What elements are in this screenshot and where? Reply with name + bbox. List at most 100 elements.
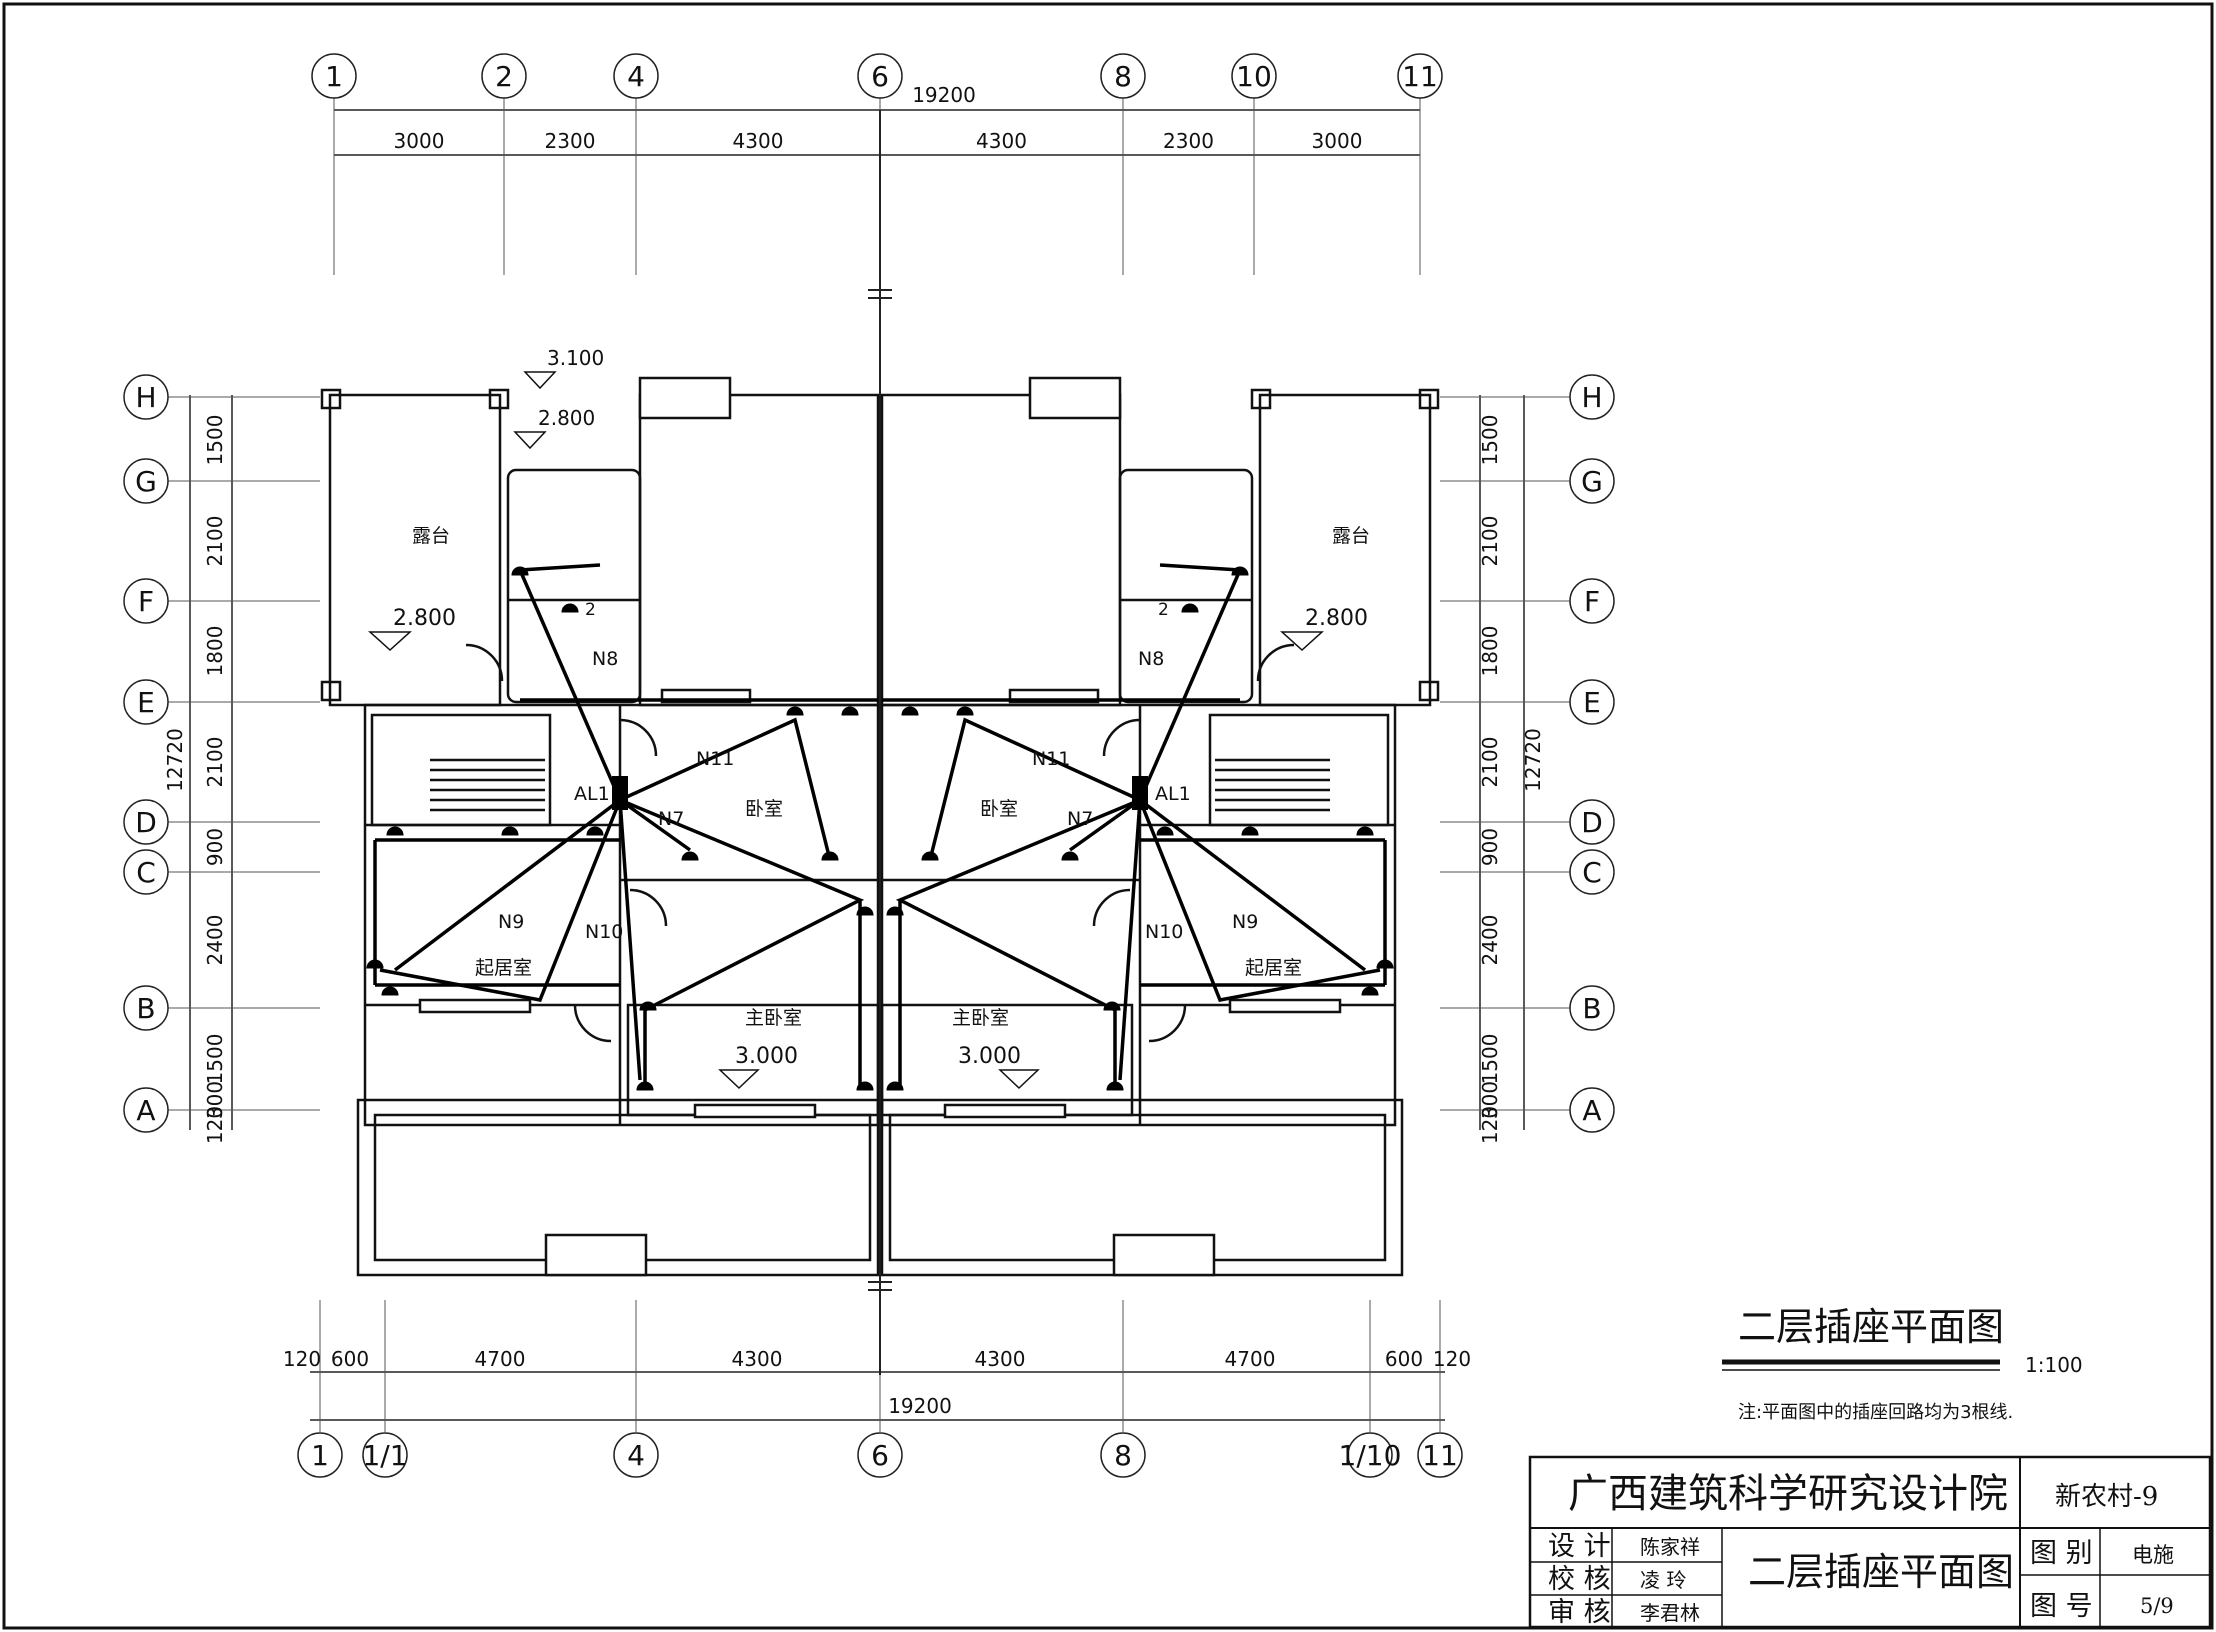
room-label-living-left: 起居室 (475, 957, 532, 979)
distribution-panel-right (1132, 776, 1148, 810)
room-label-terrace-right: 露台 (1332, 525, 1370, 547)
designer-name: 陈家祥 (1640, 1535, 1700, 1559)
room-label-master-left: 主卧室 (745, 1007, 802, 1029)
socket-right-13 (1231, 566, 1249, 576)
axis-top-6: 11 (1397, 53, 1443, 99)
socket-left-10 (636, 1081, 654, 1091)
axis-top-0-label: 1 (325, 60, 343, 93)
dim-left-7: 300 (203, 1081, 227, 1119)
building-walls-left (320, 376, 880, 1277)
socket-left-11 (856, 906, 874, 916)
dim-left-3: 2100 (203, 737, 227, 788)
dim-bottom-2: 4700 (475, 1347, 526, 1371)
elevation-master-left: 3.000 (735, 1044, 798, 1069)
socket-right-9 (1103, 1001, 1121, 1011)
dim-top-total: 19200 (912, 83, 976, 107)
socket-right-6 (921, 851, 939, 861)
center-line (868, 110, 892, 1375)
dim-right-total: 12720 (1521, 728, 1545, 792)
dim-bottom-3: 4300 (732, 1347, 783, 1371)
socket-right-5 (1061, 851, 1079, 861)
reviewer-name: 李君林 (1640, 1601, 1700, 1625)
axis-top-0: 1 (311, 53, 357, 99)
axis-bottom-2-label: 4 (627, 1439, 645, 1472)
socket-left-9 (639, 1001, 657, 1011)
socket-right-12 (886, 1081, 904, 1091)
axis-bottom-1-label: 1/1 (362, 1439, 407, 1472)
axis-bottom-4-label: 8 (1114, 1439, 1132, 1472)
circuit-n10-left: N10 (585, 921, 623, 943)
axis-right-6-label: B (1582, 992, 1601, 1025)
axis-bottom-3-label: 6 (871, 1439, 889, 1472)
room-label-bedroom-right: 卧室 (980, 798, 1018, 820)
axis-bottom-4: 8 (1100, 1432, 1146, 1478)
socket-right-2 (1156, 826, 1174, 836)
dim-right-2: 1800 (1478, 626, 1502, 677)
axis-left-2-label: F (138, 585, 154, 618)
elevation-triangles (368, 371, 1324, 1090)
dim-left-4: 900 (203, 828, 227, 866)
axis-left-0-label: H (135, 381, 156, 414)
room-label-living-right: 起居室 (1245, 957, 1302, 979)
axis-right-4-label: D (1581, 806, 1603, 839)
axis-left-7-label: A (136, 1094, 155, 1127)
dim-right-3: 2100 (1478, 737, 1502, 788)
axis-right-3: E (1569, 679, 1615, 725)
dim-right-1: 2100 (1478, 516, 1502, 567)
axis-bottom-2: 4 (613, 1432, 659, 1478)
dim-left-6: 1500 (203, 1034, 227, 1085)
dim-bottom-6: 600 (1385, 1347, 1423, 1371)
socket-left-1 (501, 826, 519, 836)
circuit-n8-left: N8 (592, 648, 618, 670)
axis-bottom-3: 6 (857, 1432, 903, 1478)
socket-right-11 (886, 906, 904, 916)
socket-left-8 (841, 706, 859, 716)
dim-right-5: 2400 (1478, 915, 1502, 966)
axis-bottom-5: 1/10 (1339, 1432, 1401, 1478)
socket-left-14 (561, 603, 579, 613)
dim-left-1: 2100 (203, 516, 227, 567)
axis-right-1: G (1569, 458, 1615, 504)
socket-left-0 (386, 826, 404, 836)
title-block-drawing-name: 二层插座平面图 (1748, 1550, 2014, 1594)
circuit-n10-right: N10 (1145, 921, 1183, 943)
socket-left-2 (586, 826, 604, 836)
axis-top-6-label: 11 (1402, 60, 1438, 93)
title-block-frame (1528, 1455, 2212, 1629)
axis-bottom-0-label: 1 (311, 1439, 329, 1472)
axis-top-2: 4 (613, 53, 659, 99)
dim-bottom-1: 600 (331, 1347, 369, 1371)
dim-top-5: 3000 (1312, 129, 1363, 153)
socket-right-7 (956, 706, 974, 716)
dim-left-0: 1500 (203, 415, 227, 466)
building-walls-right (880, 376, 1440, 1277)
dim-right-8: 120 (1478, 1106, 1502, 1144)
axis-bottom-6: 11 (1417, 1432, 1463, 1478)
dim-bottom-total: 19200 (888, 1394, 952, 1418)
drawing-scale: 1:100 (2025, 1353, 2083, 1377)
axis-left-3-label: E (137, 686, 155, 719)
room-label-master-right: 主卧室 (952, 1007, 1009, 1029)
dim-top-3: 4300 (976, 129, 1027, 153)
wire-count-right: 2 (1158, 600, 1169, 620)
socket-right-14 (1181, 603, 1199, 613)
room-label-bedroom-left: 卧室 (745, 798, 783, 820)
socket-left-7 (786, 706, 804, 716)
axis-right-0-label: H (1581, 381, 1602, 414)
dim-left-5: 2400 (203, 915, 227, 966)
axis-left-6: B (123, 985, 169, 1031)
axis-bottom-0: 1 (297, 1432, 343, 1478)
socket-right-4 (1361, 986, 1379, 996)
institute-name: 广西建筑科学研究设计院 (1568, 1471, 2008, 1517)
circuit-n9-left: N9 (498, 911, 524, 933)
axis-right-6: B (1569, 985, 1615, 1031)
project-name: 新农村-9 (2055, 1482, 2158, 1512)
axis-left-4: D (123, 799, 169, 845)
circuit-n7-right: N7 (1067, 808, 1093, 830)
axis-top-1-label: 2 (495, 60, 513, 93)
dim-right-6: 1500 (1478, 1034, 1502, 1085)
axis-right-2-label: F (1584, 585, 1600, 618)
socket-right-8 (901, 706, 919, 716)
axis-right-2: F (1569, 578, 1615, 624)
